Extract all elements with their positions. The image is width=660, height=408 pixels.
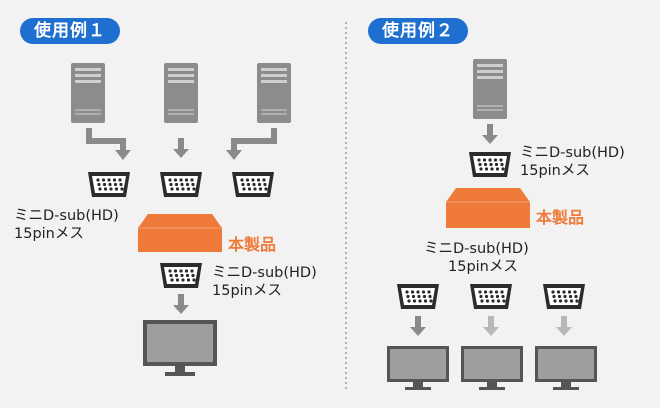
right-output-label-1: ミニD-sub(HD): [424, 241, 529, 257]
vga-connector-icon: [232, 172, 274, 197]
left-product-label: 本製品: [228, 235, 277, 254]
server-icon: [257, 63, 291, 123]
left-example-badge: 使用例１: [20, 18, 120, 44]
arrow-icon: [556, 316, 572, 336]
left-output-label-2: 15pinメス: [212, 283, 282, 299]
vga-connector-icon: [160, 263, 202, 288]
server-icon: [473, 59, 507, 119]
left-usage-example: [71, 63, 291, 376]
monitor-icon: [143, 320, 217, 376]
vga-connector-icon: [470, 284, 512, 309]
server-icon: [71, 63, 105, 123]
monitor-icon: [535, 346, 597, 390]
server-icon: [164, 63, 198, 123]
arrow-icon: [173, 294, 189, 314]
vga-connector-icon: [88, 172, 130, 197]
product-box: [138, 214, 222, 252]
monitor-icon: [387, 346, 449, 390]
arrow-icon: [86, 128, 131, 160]
monitor-icon: [461, 346, 523, 390]
arrow-icon: [173, 138, 189, 158]
left-output-label-1: ミニD-sub(HD): [212, 265, 317, 281]
right-output-label-2: 15pinメス: [448, 259, 518, 275]
arrow-icon: [226, 128, 277, 160]
arrow-icon: [483, 316, 499, 336]
right-connector-label-1: ミニD-sub(HD): [520, 145, 625, 161]
vga-connector-icon: [397, 284, 439, 309]
right-usage-example: [387, 59, 597, 390]
arrow-icon: [482, 124, 498, 144]
vga-connector-icon: [160, 172, 202, 197]
right-example-badge: 使用例２: [368, 18, 468, 44]
right-connector-label-2: 15pinメス: [520, 163, 590, 179]
left-connector-label-1: ミニD-sub(HD): [14, 208, 119, 224]
left-connector-label-2: 15pinメス: [14, 226, 84, 242]
vga-connector-icon: [469, 152, 511, 177]
product-box: [446, 188, 530, 228]
arrow-icon: [410, 316, 426, 336]
right-product-label: 本製品: [536, 208, 585, 227]
vga-connector-icon: [543, 284, 585, 309]
